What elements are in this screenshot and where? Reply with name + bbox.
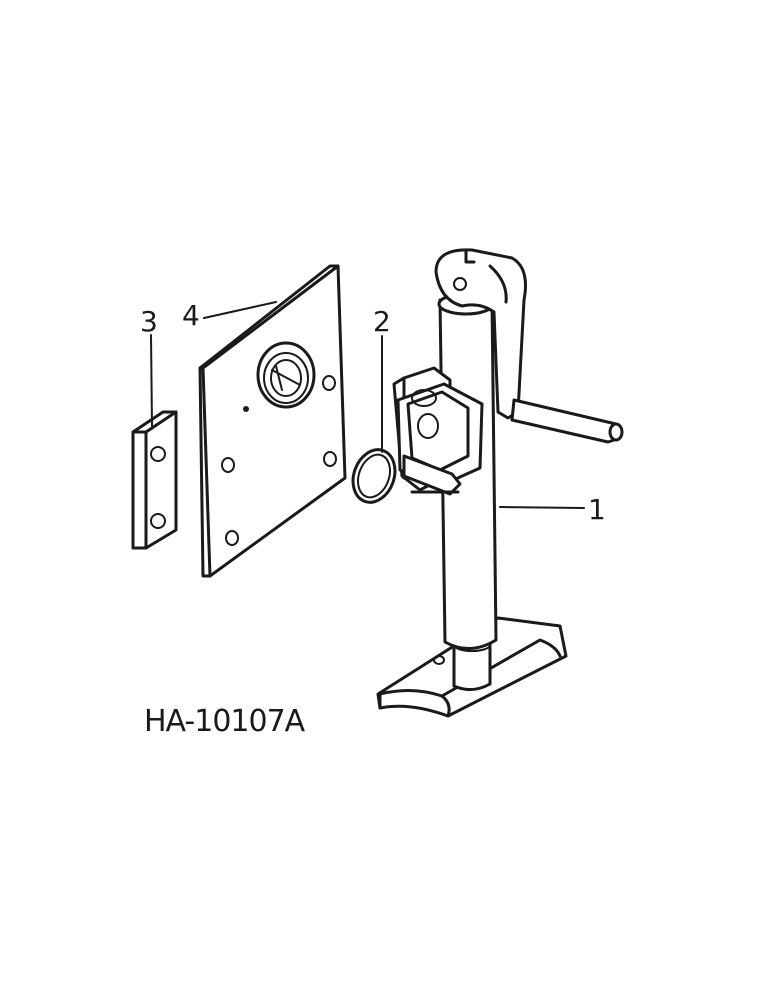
- leader-1: [499, 506, 585, 509]
- mounting-plate: [198, 264, 347, 578]
- callout-4: 4: [182, 299, 200, 332]
- callout-2: 2: [373, 305, 391, 338]
- callout-1: 1: [588, 493, 606, 526]
- figure-id-label: HA-10107A: [144, 704, 306, 739]
- leader-3: [150, 334, 153, 427]
- leader-4: [203, 301, 277, 319]
- ring-pin: [351, 448, 397, 504]
- jack: [376, 248, 624, 718]
- leader-lines: [150, 301, 585, 509]
- callout-3: 3: [140, 305, 158, 338]
- small-plate: [131, 410, 178, 550]
